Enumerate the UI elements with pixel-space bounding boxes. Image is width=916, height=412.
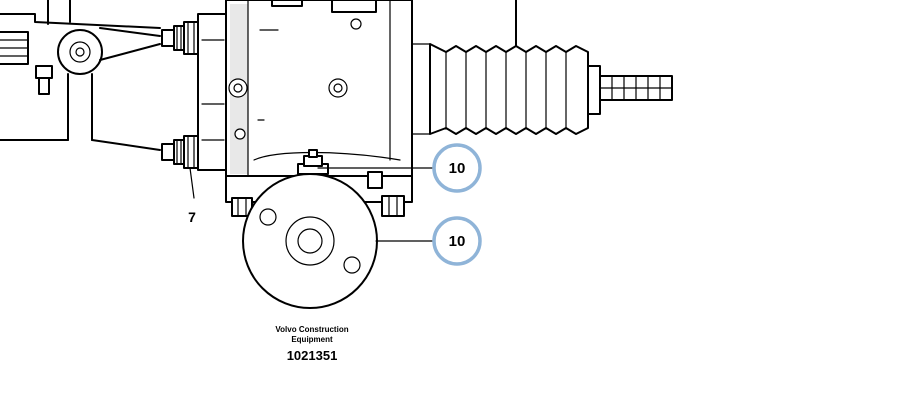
valve-housing [197,0,431,179]
housing-main-body [225,0,413,179]
manufacturer-line-1: Volvo Construction [275,325,349,334]
leader-line-part-7 [189,167,195,199]
left-bracket-assembly [0,0,161,151]
rubber-bellows [429,0,589,135]
small-nut [35,65,53,79]
svg-text:10: 10 [449,160,466,177]
svg-text:10: 10 [449,233,466,250]
splined-shaft [587,65,673,115]
cover-screw-left [259,208,277,226]
sensor-screw [297,149,329,175]
housing-flange-plate [197,13,229,171]
cover-screw-right [343,256,361,274]
foot-bolt-right [381,195,405,217]
round-cover [242,173,378,309]
cover-center-hole [297,228,323,254]
drawing-number: 1021351 [286,348,338,363]
callout-10-bottom: 10 [432,216,482,266]
lower-fitting [161,135,199,169]
part-label-7: 7 [188,209,196,225]
callout-10-top: 10 [432,143,482,193]
manufacturer-line-2: Equipment [291,335,333,344]
upper-fitting [161,21,199,55]
drawing-credit-block: Volvo Construction Equipment 1021351 [252,325,372,363]
